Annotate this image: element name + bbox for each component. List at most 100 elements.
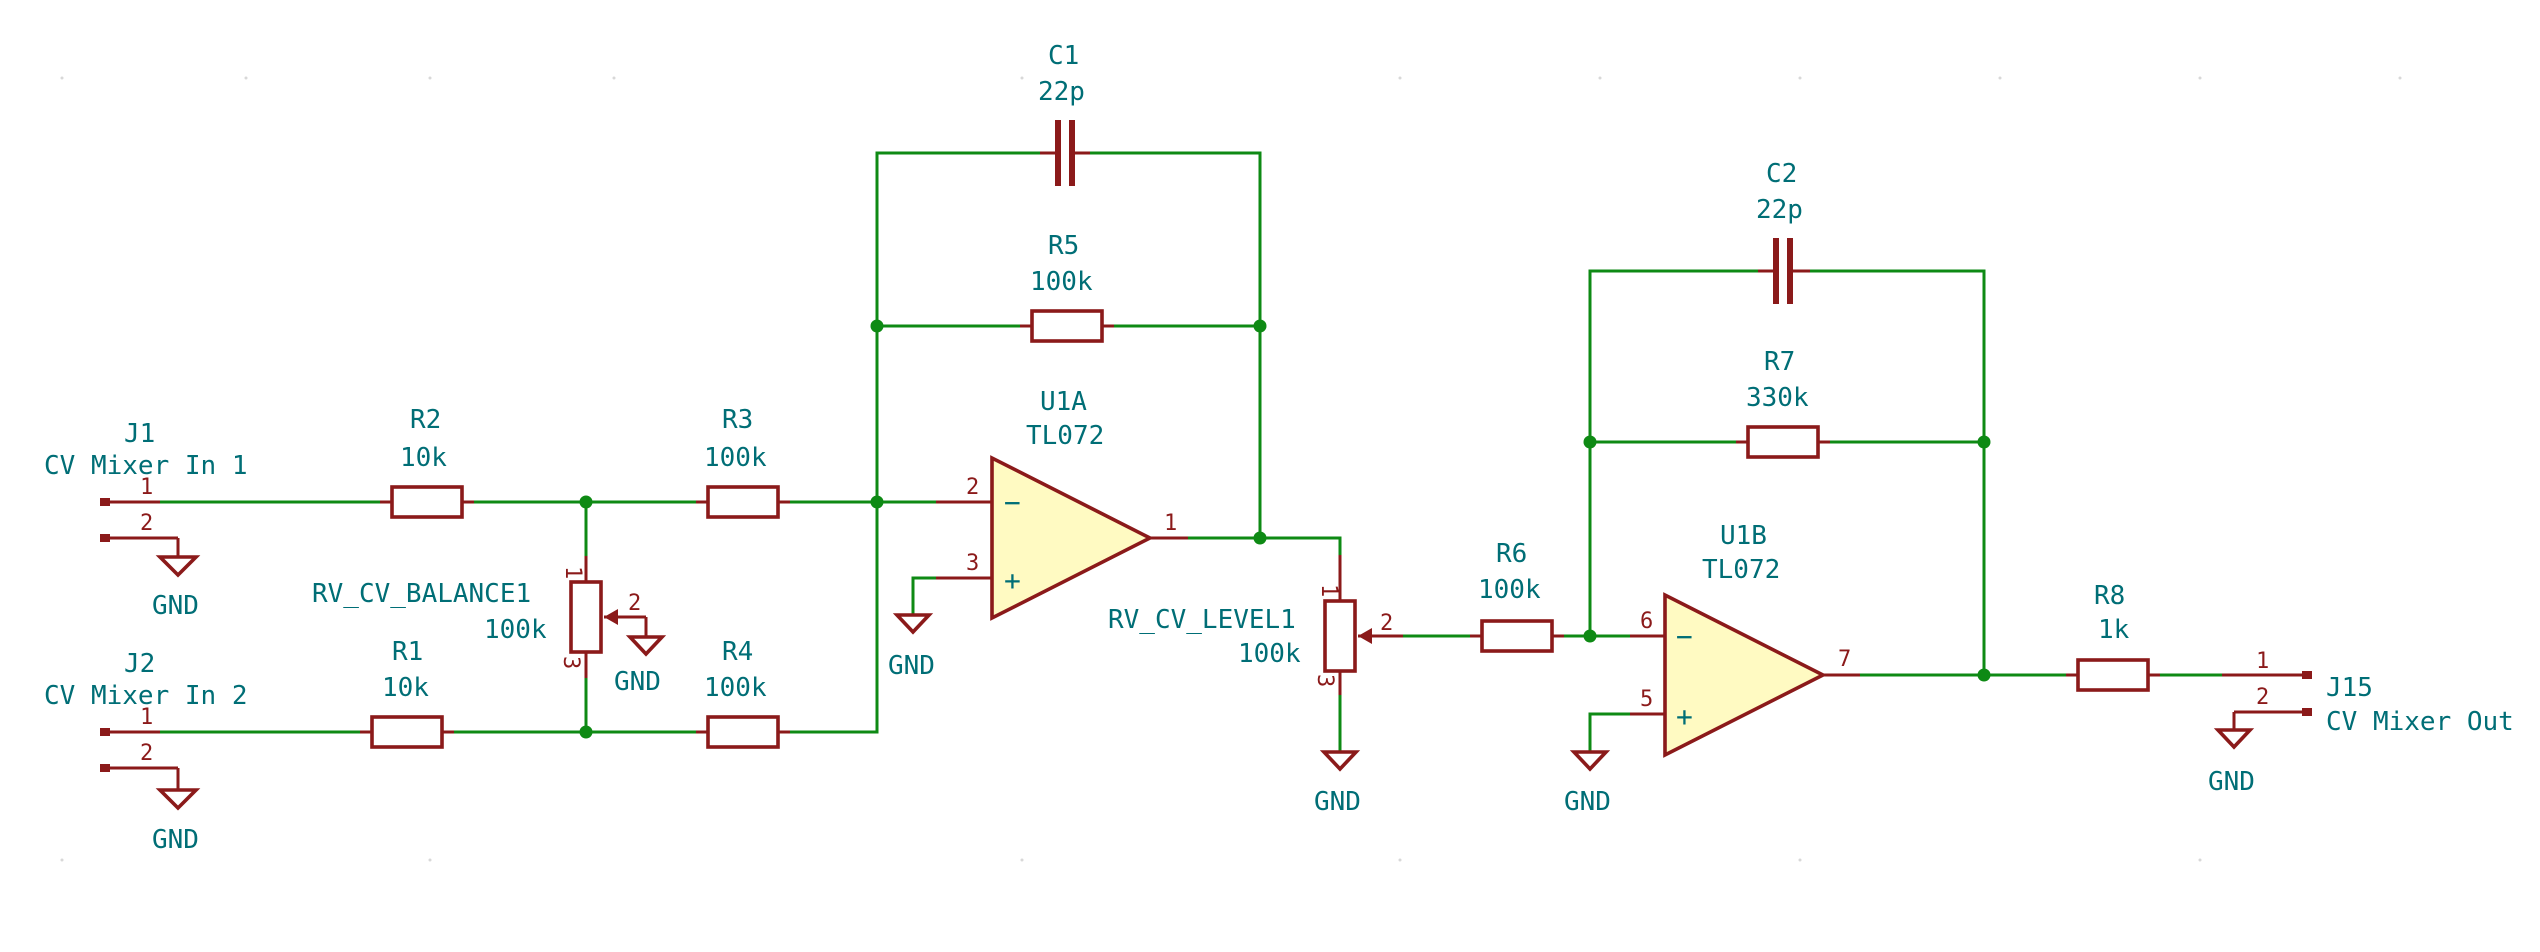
resistor-value: 10k: [400, 443, 447, 473]
ground-label: GND: [152, 825, 199, 855]
resistor-ref: R8: [2094, 581, 2125, 611]
resistor-value: 100k: [704, 443, 767, 473]
resistor-ref: R5: [1048, 231, 1079, 261]
ground-label: GND: [152, 591, 199, 621]
potentiometer-value: 100k: [1238, 639, 1301, 669]
ground-label: GND: [888, 651, 935, 681]
connector-value: CV Mixer In 1: [44, 451, 248, 481]
resistor-value: 10k: [382, 673, 429, 703]
noninverting-sign: +: [1004, 564, 1021, 597]
capacitor-ref: C2: [1766, 159, 1797, 189]
ground-symbol: GND: [2208, 728, 2255, 797]
pin-number: 3: [558, 656, 583, 669]
resistor-value: 100k: [1030, 267, 1093, 297]
junction-dot: [1583, 629, 1597, 643]
pin-number: 1: [140, 705, 153, 730]
resistor-r3[interactable]: R3 100k: [696, 405, 790, 519]
ground-label: GND: [614, 667, 661, 697]
pin-number: 2: [966, 475, 979, 500]
connector-ref: J1: [124, 419, 155, 449]
opamp-value: TL072: [1702, 555, 1780, 585]
ground-symbol: GND: [888, 613, 935, 681]
ground-label: GND: [2208, 767, 2255, 797]
junction-dot: [1977, 435, 1991, 449]
ground-symbol: GND: [152, 555, 201, 621]
junction-dot: [1977, 668, 1991, 682]
opamp-u1a[interactable]: − + 2 3 1 U1A TL072: [936, 387, 1188, 621]
connector-j2[interactable]: J2 CV Mixer In 2 1 2 GND: [44, 649, 248, 855]
pin-number: 6: [1640, 609, 1653, 634]
pin-number: 2: [628, 591, 641, 616]
resistor-r1[interactable]: R1 10k: [360, 637, 454, 749]
grid-dots: [60, 76, 2402, 862]
connector-value: CV Mixer Out: [2326, 707, 2514, 737]
junction-dot: [870, 319, 884, 333]
resistor-ref: R7: [1764, 347, 1795, 377]
ground-symbol: GND: [1564, 750, 1611, 817]
junction-dot: [1253, 319, 1267, 333]
pin-number: 3: [1312, 674, 1337, 687]
connector-ref: J15: [2326, 673, 2373, 703]
connector-j15[interactable]: 1 2 J15 CV Mixer Out GND: [2208, 649, 2514, 797]
capacitor-c1[interactable]: C1 22p: [1038, 41, 1090, 186]
junction-dot: [1253, 531, 1267, 545]
inverting-sign: −: [1004, 486, 1021, 519]
wires: [160, 151, 2222, 752]
potentiometer-ref: RV_CV_LEVEL1: [1108, 605, 1296, 635]
ground-label: GND: [1564, 787, 1611, 817]
pin-number: 1: [2256, 649, 2269, 674]
junction-dot: [579, 725, 593, 739]
connector-ref: J2: [124, 649, 155, 679]
pin-number: 1: [1164, 511, 1177, 536]
resistor-ref: R3: [722, 405, 753, 435]
resistor-ref: R2: [410, 405, 441, 435]
resistor-value: 330k: [1746, 383, 1809, 413]
resistor-r7[interactable]: R7 330k: [1736, 347, 1830, 459]
junctions: [579, 319, 1991, 739]
pin-number: 2: [140, 741, 153, 766]
resistor-ref: R4: [722, 637, 753, 667]
pin-number: 2: [2256, 685, 2269, 710]
resistor-r6[interactable]: R6 100k: [1470, 539, 1564, 653]
potentiometer-rv-cv-level1[interactable]: 1 2 3 RV_CV_LEVEL1 100k: [1108, 555, 1403, 695]
connector-value: CV Mixer In 2: [44, 681, 248, 711]
pin-number: 2: [1380, 611, 1393, 636]
ground-symbol: GND: [152, 788, 201, 855]
junction-dot: [1583, 435, 1597, 449]
resistor-ref: R1: [392, 637, 423, 667]
capacitor-value: 22p: [1038, 77, 1085, 107]
pin-number: 1: [140, 475, 153, 500]
resistor-r2[interactable]: R2 10k: [380, 405, 474, 519]
pin-number: 2: [140, 511, 153, 536]
inverting-sign: −: [1676, 620, 1693, 653]
capacitor-c2[interactable]: C2 22p: [1756, 159, 1810, 304]
junction-dot: [579, 495, 593, 509]
potentiometer-ref: RV_CV_BALANCE1: [312, 579, 531, 609]
pin-number: 1: [1316, 584, 1341, 597]
pin-number: 3: [966, 551, 979, 576]
pin-number: 1: [560, 566, 585, 579]
resistor-value: 100k: [1478, 575, 1541, 605]
junction-dot: [870, 495, 884, 509]
ground-label: GND: [1314, 787, 1361, 817]
opamp-u1b[interactable]: − + 6 5 7 U1B TL072: [1630, 521, 1860, 758]
opamp-value: TL072: [1026, 421, 1104, 451]
opamp-ref: U1A: [1040, 387, 1087, 417]
opamp-ref: U1B: [1720, 521, 1767, 551]
capacitor-value: 22p: [1756, 195, 1803, 225]
potentiometer-value: 100k: [484, 615, 547, 645]
noninverting-sign: +: [1676, 700, 1693, 733]
ground-symbol: GND: [1314, 750, 1361, 817]
resistor-r4[interactable]: R4 100k: [696, 637, 790, 749]
pin-number: 5: [1640, 687, 1653, 712]
resistor-value: 100k: [704, 673, 767, 703]
potentiometer-rv-cv-balance1[interactable]: 1 2 3 RV_CV_BALANCE1 100k GND: [312, 556, 667, 697]
capacitor-ref: C1: [1048, 41, 1079, 71]
resistor-ref: R6: [1496, 539, 1527, 569]
connector-j1[interactable]: J1 CV Mixer In 1 1 2 GND: [44, 419, 248, 621]
pin-number: 7: [1838, 647, 1851, 672]
resistor-r5[interactable]: R5 100k: [1020, 231, 1114, 343]
resistor-value: 1k: [2098, 615, 2130, 645]
resistor-r8[interactable]: R8 1k: [2066, 581, 2160, 692]
